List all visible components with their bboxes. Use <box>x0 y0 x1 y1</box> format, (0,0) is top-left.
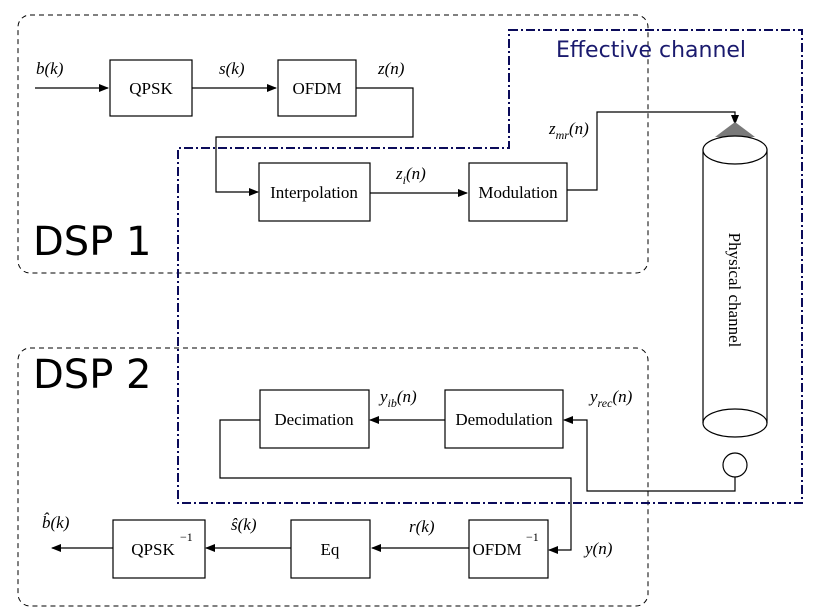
s-k-label: s(k) <box>219 59 245 78</box>
modulation-block-label: Modulation <box>478 183 558 202</box>
s-hat-label: ŝ(k) <box>231 515 257 534</box>
z-n-label: z(n) <box>377 59 405 78</box>
ofdm-block-label: OFDM <box>292 79 341 98</box>
decimation-block-label: Decimation <box>274 410 354 429</box>
r-k-label: r(k) <box>409 517 435 536</box>
b-k-label: b(k) <box>36 59 64 78</box>
ofdm-inverse-block[interactable] <box>468 519 549 579</box>
physical-channel-label: Physical channel <box>725 233 744 348</box>
y-rec-label: yrec(n) <box>588 387 633 410</box>
y-ib-label: yib(n) <box>378 387 417 410</box>
qpsk-block[interactable] <box>109 59 193 117</box>
y-n-wire <box>219 419 572 554</box>
demodulation-block[interactable] <box>444 389 564 449</box>
eq-block[interactable] <box>290 519 371 579</box>
z-mr-label: zmr(n) <box>548 119 589 142</box>
z-mr-wire <box>567 111 739 191</box>
qpsk-inverse-exponent: −1 <box>180 530 193 544</box>
qpsk-inverse-block-label: QPSK <box>131 540 175 559</box>
eq-block-label: Eq <box>321 540 340 559</box>
y-rec-wire <box>563 416 736 492</box>
ofdm-inverse-block-label: OFDM <box>472 540 521 559</box>
physical-channel-block[interactable]: Physical channel <box>702 122 768 478</box>
qpsk-inverse-block[interactable] <box>112 519 206 579</box>
decimation-block[interactable] <box>259 389 370 449</box>
dsp1-label: DSP 1 <box>33 219 151 265</box>
dsp2-region <box>17 347 649 607</box>
transmit-antenna-icon <box>715 122 755 137</box>
qpsk-block-label: QPSK <box>129 79 173 98</box>
b-hat-label: b̂(k) <box>42 513 70 532</box>
ofdm-inverse-exponent: −1 <box>526 530 539 544</box>
receive-antenna-icon <box>722 452 748 478</box>
z-i-label: zi(n) <box>395 164 426 187</box>
demodulation-block-label: Demodulation <box>455 410 553 429</box>
interpolation-block[interactable] <box>258 162 371 222</box>
effective-channel-label: Effective channel <box>556 38 746 63</box>
effective-channel-region <box>177 29 803 504</box>
modulation-block[interactable] <box>468 162 568 222</box>
ofdm-block[interactable] <box>277 59 357 117</box>
interpolation-block-label: Interpolation <box>270 183 358 202</box>
z-n-wire <box>215 87 414 196</box>
dsp1-region <box>17 14 649 274</box>
dsp2-label: DSP 2 <box>33 352 151 398</box>
y-n-label: y(n) <box>583 539 613 558</box>
